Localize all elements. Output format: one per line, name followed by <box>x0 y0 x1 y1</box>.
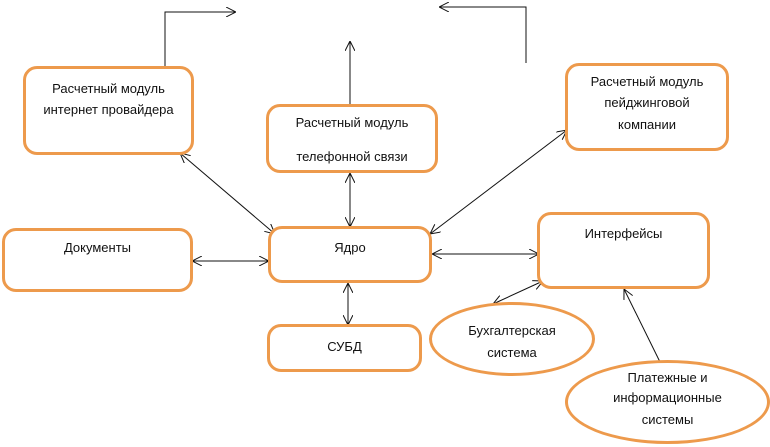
paging-to-top-arrow <box>439 7 527 63</box>
node-documents: Документы <box>2 228 193 292</box>
node-isp-line2: интернет провайдера <box>43 102 174 117</box>
node-payment-line1: Платежные и <box>627 370 708 385</box>
isp-to-top-arrow <box>164 12 236 66</box>
core-isp-arrow <box>180 153 275 234</box>
node-accounting-line2: система <box>487 345 537 360</box>
node-paging-module: Расчетный модуль пейджинговой компании <box>565 63 729 151</box>
node-payment-line3: системы <box>641 412 694 427</box>
node-accounting-line1: Бухгалтерская <box>468 323 556 338</box>
node-interfaces-label: Интерфейсы <box>584 226 663 241</box>
node-dbms-label: СУБД <box>327 339 362 354</box>
node-core: Ядро <box>268 226 432 283</box>
node-telephony-line1: Расчетный модуль <box>295 115 409 130</box>
node-payment-line2: информационные <box>613 390 722 405</box>
payment-interfaces-arrow <box>624 289 661 363</box>
node-payment-systems: Платежные и информационные системы <box>565 360 770 444</box>
node-documents-label: Документы <box>63 240 131 255</box>
node-core-label: Ядро <box>334 240 366 255</box>
node-paging-line2: пейджинговой <box>604 95 690 110</box>
core-paging-arrow <box>430 130 567 234</box>
node-isp-module: Расчетный модуль интернет провайдера <box>23 66 194 155</box>
node-isp-line1: Расчетный модуль <box>52 81 165 96</box>
node-telephony-module: Расчетный модуль телефонной связи <box>266 104 438 173</box>
node-accounting-system: Бухгалтерская система <box>429 302 595 376</box>
node-paging-line3: компании <box>618 117 676 132</box>
node-paging-line1: Расчетный модуль <box>590 74 704 89</box>
interfaces-accounting-arrow <box>493 281 543 304</box>
node-telephony-line2: телефонной связи <box>296 149 408 164</box>
node-dbms: СУБД <box>267 324 422 372</box>
node-interfaces: Интерфейсы <box>537 212 710 289</box>
